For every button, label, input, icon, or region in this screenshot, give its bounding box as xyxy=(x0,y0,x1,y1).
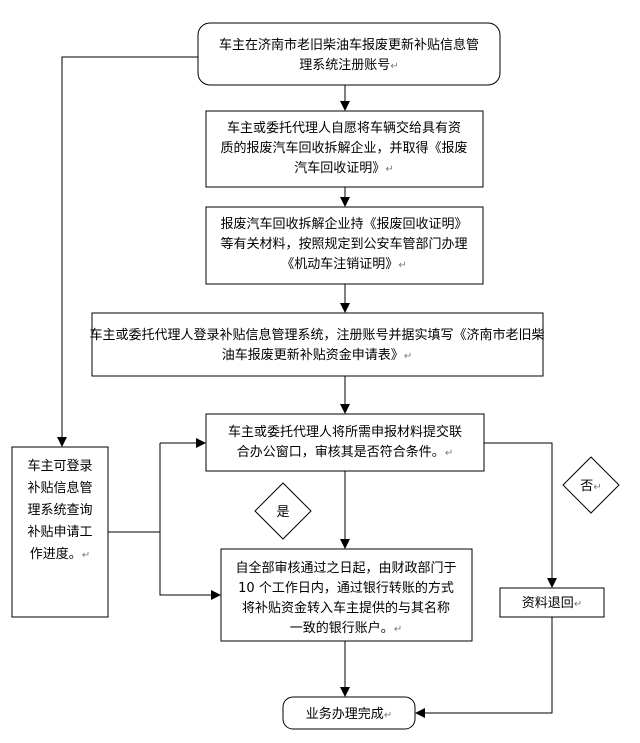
return-mark: ↵ xyxy=(404,351,412,362)
no-diamond xyxy=(562,456,620,514)
step2-line: 汽车回收证明》↵ xyxy=(294,160,393,176)
connector-side-step6 xyxy=(159,532,221,600)
return-mark: ↵ xyxy=(394,624,402,635)
step3-box xyxy=(205,206,484,285)
connector-side-bracket xyxy=(108,443,161,533)
step3-line: 报废汽车回收拆解企业持《报废回收证明》 xyxy=(220,216,467,232)
return-mark: ↵ xyxy=(82,550,90,561)
return-mark: ↵ xyxy=(574,599,582,610)
side-line: 补贴信息管 xyxy=(27,480,92,496)
return-mark: ↵ xyxy=(593,482,601,493)
step6-box xyxy=(220,548,473,642)
side-box xyxy=(11,446,109,618)
step5-line: 合办公窗口，审核其是否符合条件。↵ xyxy=(237,444,453,460)
side-line: 补贴申请工 xyxy=(27,525,92,540)
connector-step5-reject xyxy=(484,442,557,588)
step2-line: 质的报废汽车回收拆解企业，并取得《报废 xyxy=(220,140,467,156)
step1-box xyxy=(197,22,501,86)
step6-line: 将补贴资金转入车主提供的与其名称 xyxy=(242,600,450,616)
done-label: 业务办理完成↵ xyxy=(306,706,392,722)
step2-box xyxy=(205,110,484,188)
no-label: 否↵ xyxy=(580,479,601,494)
yes-diamond xyxy=(254,482,312,540)
step6-line: 自全部审核通过之日起，由财政部门于 xyxy=(235,560,456,576)
yes-label: 是 xyxy=(276,505,289,520)
step4-box xyxy=(91,312,544,377)
side-line: 理系统查询 xyxy=(27,503,92,518)
side-line: 车主可登录 xyxy=(27,458,92,474)
step3-line: 等有关材料，按照规定到公安车管部门办理 xyxy=(220,236,467,252)
step1-line: 车主在济南市老旧柴油车报废更新补贴信息管 xyxy=(219,37,479,53)
connector-reject-done xyxy=(415,617,553,718)
step4-line: 油车报废更新补贴资金申请表》↵ xyxy=(222,347,412,363)
return-mark: ↵ xyxy=(390,61,398,72)
step6-line: 一致的银行账户。↵ xyxy=(290,620,402,636)
return-mark: ↵ xyxy=(384,710,392,721)
step3-line: 《机动车注销证明》↵ xyxy=(281,256,406,272)
step1-line: 理系统注册账号↵ xyxy=(299,58,398,73)
reject-label: 资料退回↵ xyxy=(522,596,582,611)
step5-box xyxy=(205,413,485,472)
step2-line: 车主或委托代理人自愿将车辆交给具有资 xyxy=(227,120,461,136)
step4-line: 车主或委托代理人登录补贴信息管理系统，注册账号并据实填写《济南市老旧柴 xyxy=(89,327,544,343)
return-mark: ↵ xyxy=(398,260,406,271)
connector-step1-side xyxy=(57,56,198,447)
return-mark: ↵ xyxy=(445,448,453,459)
return-mark: ↵ xyxy=(385,164,393,175)
step6-line: 10 个工作日内，通过银行转账的方式 xyxy=(238,580,454,596)
step5-line: 车主或委托代理人将所需申报材料提交联 xyxy=(228,424,462,440)
side-line: 作进度。↵ xyxy=(30,546,90,562)
